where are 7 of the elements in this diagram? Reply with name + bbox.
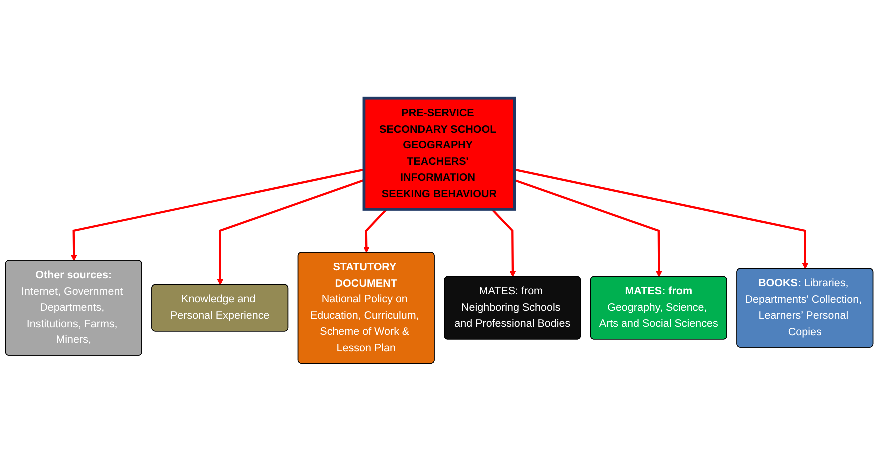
arrow xyxy=(491,208,516,278)
arrow xyxy=(514,168,809,270)
arrow xyxy=(363,208,388,254)
arrow xyxy=(70,168,364,262)
arrow xyxy=(514,179,662,278)
arrow xyxy=(217,179,365,286)
node-box: PRE-SERVICE SECONDARY SCHOOL GEOGRAPHY TEACHERS' INFORMATION SEEKING BEHAVIOUR xyxy=(362,96,516,211)
